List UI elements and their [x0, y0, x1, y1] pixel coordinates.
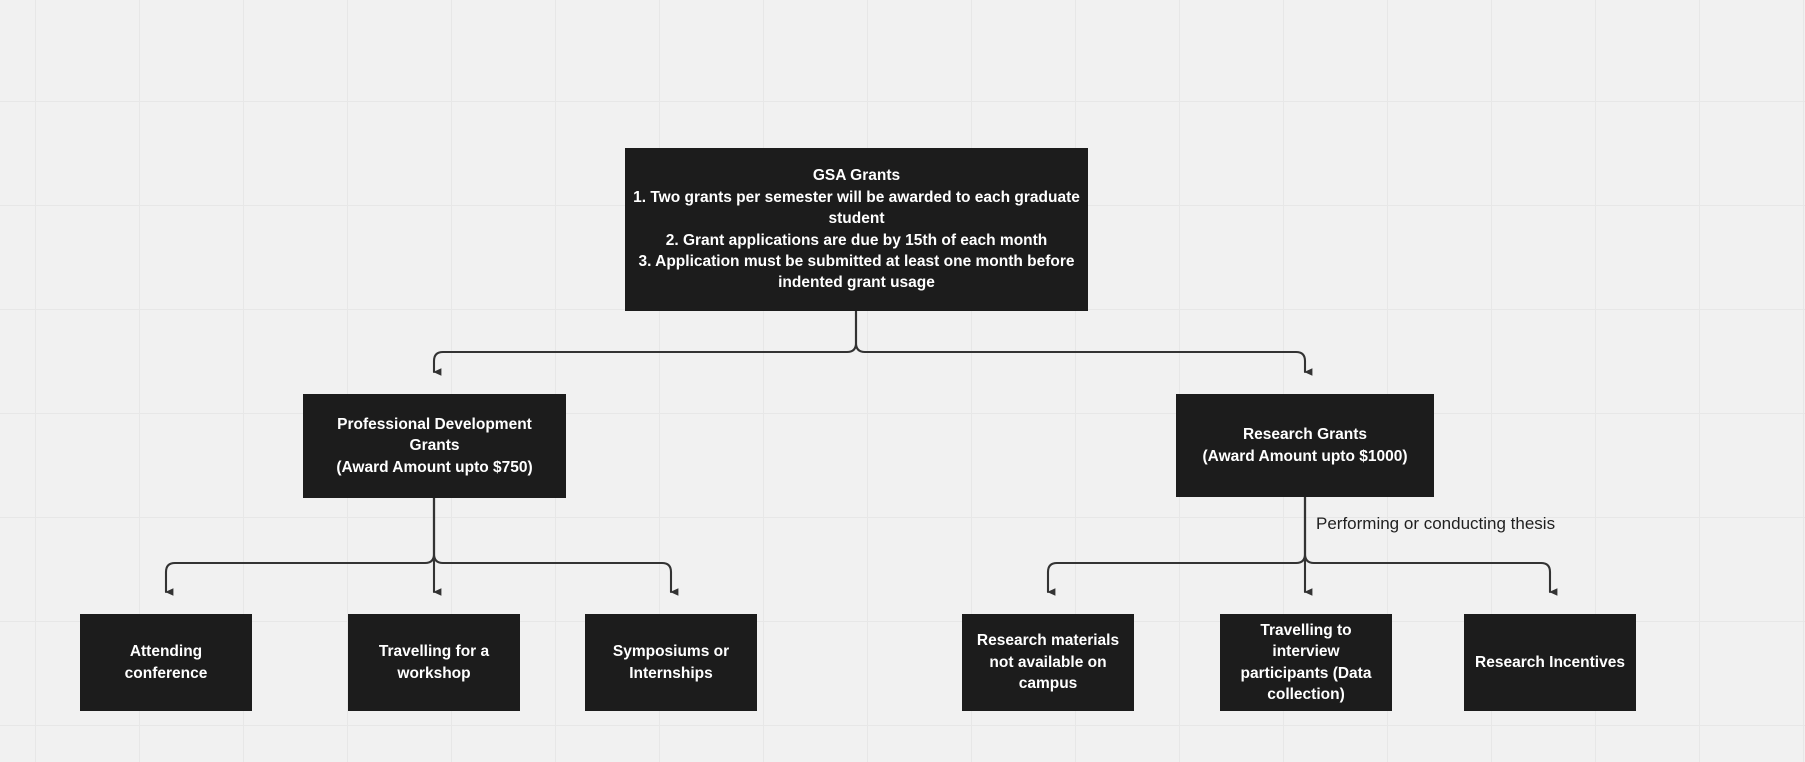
node-research-materials-not-available-on-campus[interactable]: Research materials not available on camp… [962, 614, 1134, 711]
node-gsa-grants[interactable]: GSA Grants 1. Two grants per semester wi… [625, 148, 1088, 311]
node-travelling-to-interview-participants-label: Travelling to interview participants (Da… [1240, 621, 1372, 703]
edge-professional-development-to-symposiums-internships [432, 496, 679, 596]
edge-root-to-professional-development [432, 309, 858, 376]
node-gsa-grants-label: GSA Grants 1. Two grants per semester wi… [633, 167, 1080, 292]
node-symposiums-or-internships-label: Symposiums or Internships [612, 643, 730, 682]
edge-label-performing-or-conducting-thesis: Performing or conducting thesis [1316, 514, 1556, 533]
node-research-incentives[interactable]: Research Incentives [1464, 614, 1636, 711]
node-travelling-for-a-workshop-label: Travelling for a workshop [378, 643, 490, 682]
edge-research-to-research-incentives [1303, 495, 1558, 596]
node-research-grants-label: Research Grants (Award Amount upto $1000… [1202, 426, 1408, 465]
node-professional-development-grants[interactable]: Professional Development Grants (Award A… [303, 394, 566, 498]
node-attending-conference-label: Attending conference [124, 643, 208, 682]
node-professional-development-grants-label: Professional Development Grants (Award A… [336, 415, 533, 476]
node-symposiums-or-internships[interactable]: Symposiums or Internships [585, 614, 757, 711]
node-travelling-for-a-workshop[interactable]: Travelling for a workshop [348, 614, 520, 711]
edge-root-to-research [854, 309, 1313, 376]
node-travelling-to-interview-participants[interactable]: Travelling to interview participants (Da… [1220, 614, 1392, 711]
node-research-incentives-label: Research Incentives [1475, 653, 1625, 671]
node-research-grants[interactable]: Research Grants (Award Amount upto $1000… [1176, 394, 1434, 497]
node-attending-conference[interactable]: Attending conference [80, 614, 252, 711]
edge-research-to-research-materials [1046, 495, 1307, 596]
node-research-materials-label: Research materials not available on camp… [976, 632, 1120, 693]
edge-professional-development-to-attending-conference [164, 496, 436, 596]
